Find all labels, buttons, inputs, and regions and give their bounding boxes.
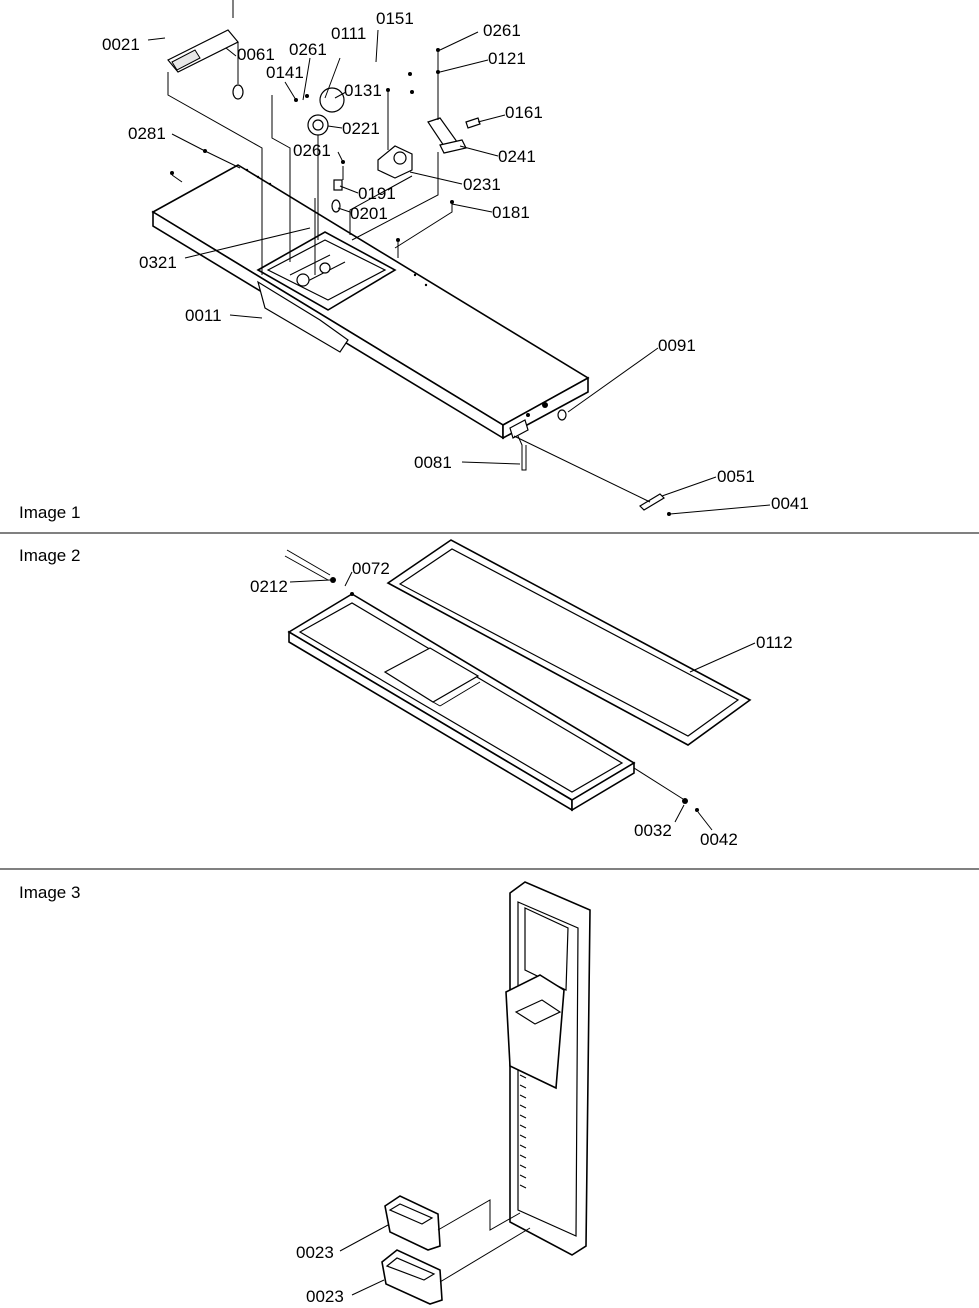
underside-housing xyxy=(257,280,349,353)
label-0261: 0261 xyxy=(483,21,521,40)
label-0221: 0221 xyxy=(342,119,380,138)
image-2-leaders xyxy=(289,571,756,831)
label-0281: 0281 xyxy=(128,124,166,143)
label-0181: 0181 xyxy=(492,203,530,222)
image-1-leaders xyxy=(147,29,771,515)
label-0023: 0023 xyxy=(306,1287,344,1306)
label-0231: 0231 xyxy=(463,175,501,194)
label-0111: 0111 xyxy=(331,24,366,43)
label-0042: 0042 xyxy=(700,830,738,849)
label-0261: 0261 xyxy=(289,40,327,59)
panel-title-image-2: Image 2 xyxy=(19,546,81,565)
label-0011: 0011 xyxy=(185,306,222,325)
label-0081: 0081 xyxy=(414,453,452,472)
label-0241: 0241 xyxy=(498,147,536,166)
label-0041: 0041 xyxy=(771,494,809,513)
label-0023: 0023 xyxy=(296,1243,334,1262)
panel-title-image-1: Image 1 xyxy=(19,503,81,522)
image-1-drawing xyxy=(151,0,671,516)
label-0151: 0151 xyxy=(376,9,414,28)
label-0112: 0112 xyxy=(756,633,793,652)
label-0021: 0021 xyxy=(102,35,140,54)
door-bin-upper xyxy=(384,1195,441,1251)
label-0061: 0061 xyxy=(237,45,275,64)
label-0032: 0032 xyxy=(634,821,672,840)
label-0051: 0051 xyxy=(717,467,755,486)
panel-title-image-3: Image 3 xyxy=(19,883,81,902)
label-0091: 0091 xyxy=(658,336,696,355)
image-3-drawing xyxy=(381,881,591,1305)
label-0141: 0141 xyxy=(266,63,304,82)
label-0321: 0321 xyxy=(139,253,177,272)
door-bin-lower xyxy=(381,1249,443,1305)
dispenser-housing xyxy=(505,974,565,1090)
label-0161: 0161 xyxy=(505,103,543,122)
label-0131: 0131 xyxy=(344,81,382,100)
image-2-drawing xyxy=(284,539,752,812)
label-0191: 0191 xyxy=(358,184,396,203)
image-3-leaders xyxy=(339,1224,389,1296)
label-0072: 0072 xyxy=(352,559,390,578)
label-0212: 0212 xyxy=(250,577,288,596)
label-0201: 0201 xyxy=(350,204,388,223)
label-0121: 0121 xyxy=(488,49,526,68)
label-0261: 0261 xyxy=(293,141,331,160)
